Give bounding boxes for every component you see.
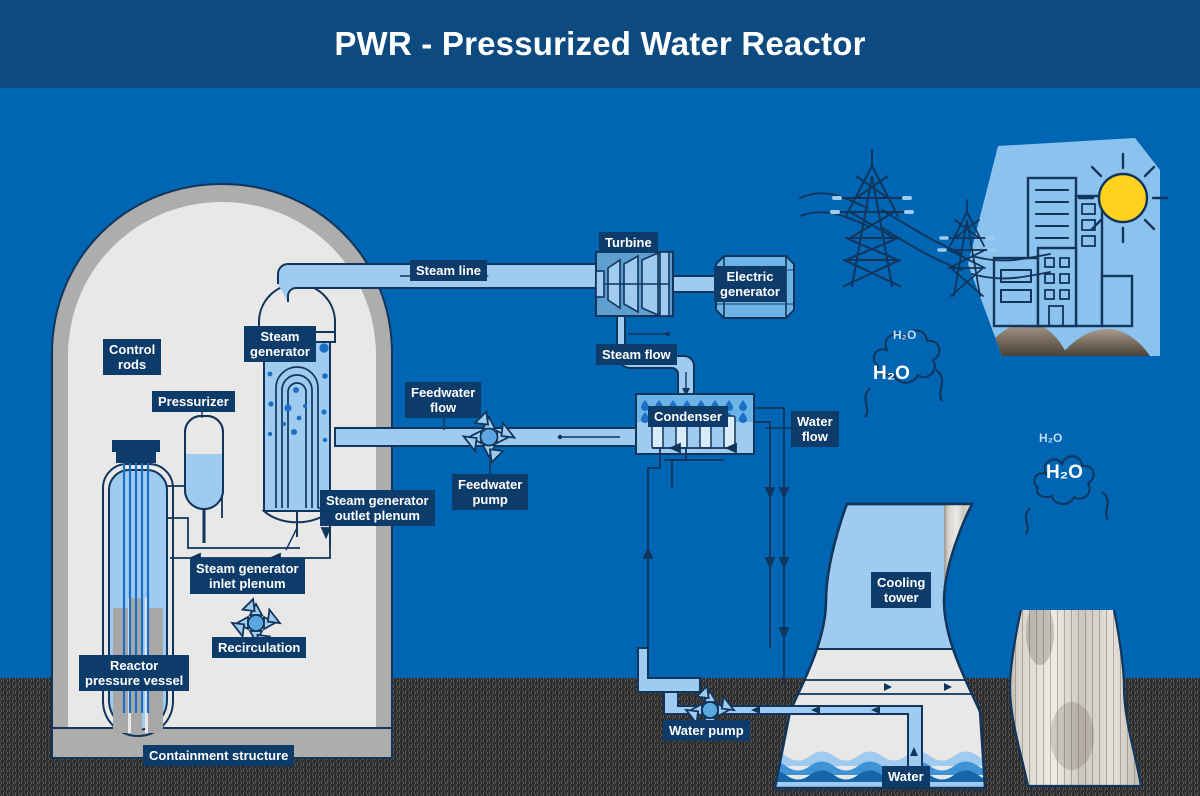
label-electric-generator: Electric generator [714, 266, 786, 302]
label-condenser: Condenser [648, 406, 728, 427]
label-steam-line: Steam line [410, 260, 488, 281]
pylon-small [937, 199, 997, 297]
label-water-flow: Water flow [791, 411, 839, 447]
title-bar: PWR - Pressurized Water Reactor [0, 0, 1200, 88]
turbine [595, 251, 717, 317]
label-water: Water [882, 766, 930, 787]
label-reactor-pressure-vessel: Reactor pressure vessel [79, 655, 190, 691]
feedwater-pump[interactable] [461, 409, 517, 465]
pylon-large [830, 149, 914, 287]
cooling-water-loop [642, 407, 790, 684]
label-sg-inlet-plenum: Steam generator inlet plenum [190, 558, 305, 594]
label-feedwater-flow: Feedwater flow [405, 382, 482, 418]
label-sg-outlet-plenum: Steam generator outlet plenum [320, 490, 435, 526]
label-recirculation: Recirculation [212, 637, 307, 658]
label-water-pump: Water pump [663, 720, 750, 741]
label-pressurizer: Pressurizer [152, 391, 235, 412]
sun-icon [1077, 152, 1169, 244]
label-feedwater-pump: Feedwater pump [452, 474, 529, 510]
label-steam-generator: Steam generator [244, 326, 316, 362]
return-arrows [751, 706, 918, 756]
condenser-water-routing [652, 442, 737, 461]
city-scene [968, 138, 1169, 356]
city-buildings [992, 176, 1134, 328]
label-containment-structure: Containment structure [143, 745, 295, 766]
reactor-pressure-vessel [102, 440, 174, 738]
page-title: PWR - Pressurized Water Reactor [334, 25, 866, 62]
steam-cloud-left [864, 329, 944, 418]
bubbles [267, 343, 329, 443]
pressurizer-vessel [184, 415, 224, 543]
label-steam-flow: Steam flow [596, 344, 677, 365]
steam-cloud-right [1024, 455, 1109, 535]
label-cooling-tower: Cooling tower [871, 572, 932, 608]
cooling-tower-photo [1008, 609, 1143, 788]
label-control-rods: Control rods [103, 339, 162, 375]
label-turbine: Turbine [599, 232, 658, 253]
